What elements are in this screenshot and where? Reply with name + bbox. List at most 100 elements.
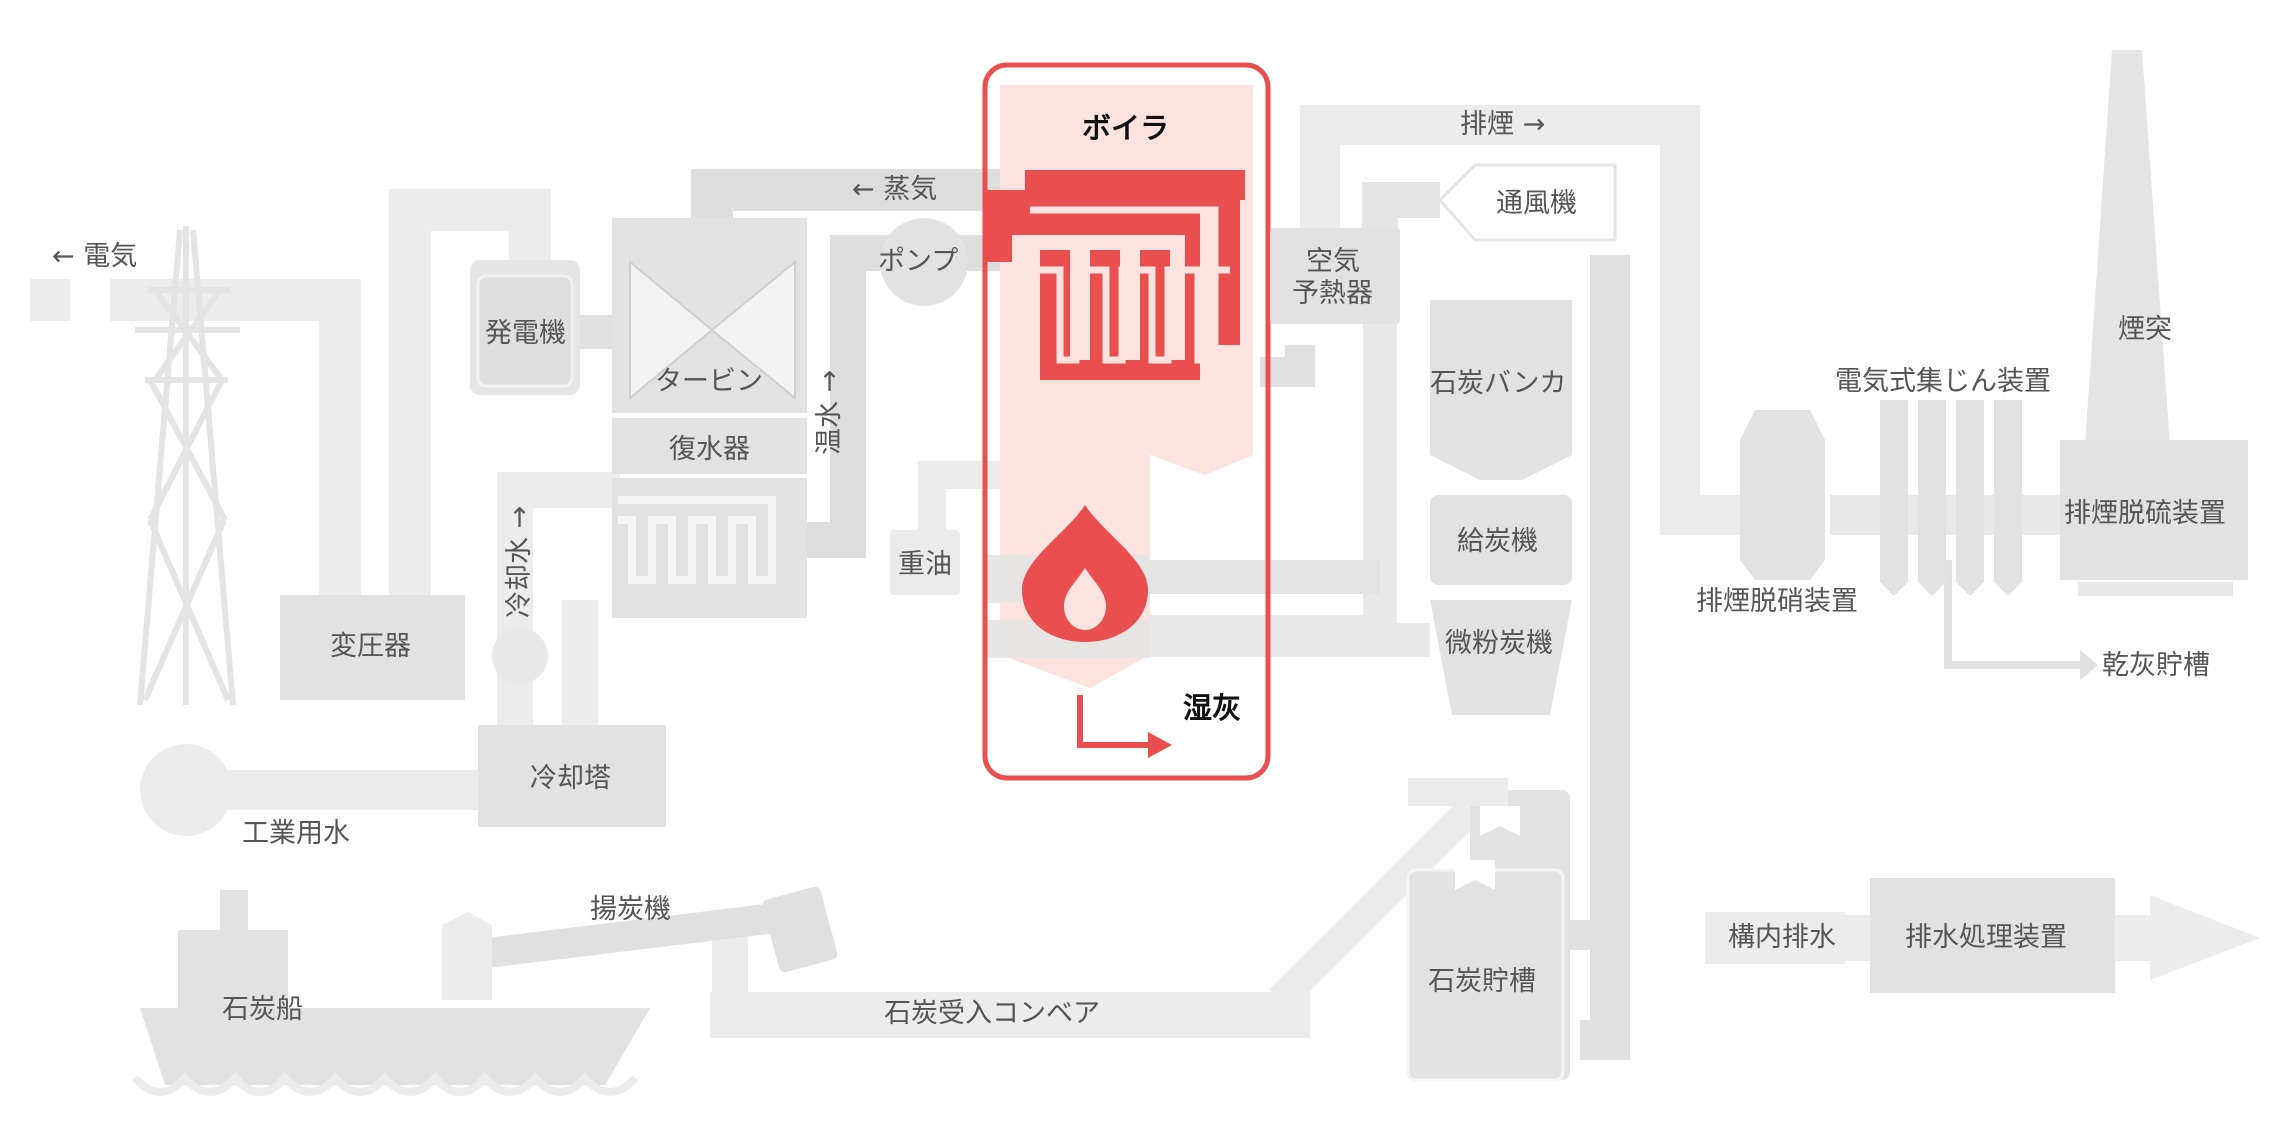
power-line (30, 279, 361, 610)
pulverizer[interactable] (1430, 600, 1572, 715)
label-electricity: ← 電気 (52, 241, 137, 272)
label-coal-storage: 石炭貯槽 (1428, 966, 1536, 997)
esp-plate-1 (1880, 400, 1908, 596)
label-desulfurization: 排煙脱硫装置 (2064, 498, 2226, 529)
wastewater-treatment[interactable] (1870, 878, 2115, 993)
label-unloader: 揚炭機 (590, 894, 671, 925)
water-tank-icon (140, 744, 232, 836)
label-transformer: 変圧器 (330, 631, 411, 662)
boiler[interactable] (982, 62, 1380, 781)
label-dry-ash: 乾灰貯槽 (2102, 650, 2210, 681)
label-pulverizer: 微粉炭機 (1445, 628, 1553, 659)
label-cooling-tower: 冷却塔 (530, 763, 611, 794)
turbine-blades-icon (629, 259, 796, 401)
label-heavy-oil: 重油 (898, 549, 952, 580)
label-flue-gas: 排煙 → (1460, 109, 1545, 140)
label-esp: 電気式集じん装置 (1835, 366, 2051, 397)
labels: ← 電気 発電機 タービン ← 蒸気 ポンプ 温水 → 復水器 変圧器 冷却水 … (52, 109, 2226, 1029)
coal-storage[interactable] (1406, 778, 1570, 1082)
label-condenser: 復水器 (669, 434, 750, 465)
generator-pipe (389, 189, 551, 610)
coil-tubes-upper (1030, 206, 1219, 345)
generator[interactable] (470, 260, 580, 395)
cooling-tower[interactable] (478, 725, 666, 827)
label-pump: ポンプ (878, 246, 958, 277)
label-coal-bunker: 石炭バンカ (1430, 368, 1566, 399)
heavy-oil-pipe (918, 461, 1000, 545)
unloader-body (442, 912, 492, 1000)
cooling-pump-icon (492, 628, 548, 684)
ship-bridge (178, 930, 288, 1010)
condenser-coil-icon (618, 496, 776, 584)
dry-ash-line (1944, 560, 2090, 669)
label-cooling-water: 冷却水 → (504, 506, 535, 618)
esp-unit[interactable] (1880, 400, 2022, 596)
superheater-coil-icon (985, 190, 1240, 380)
unloader[interactable] (442, 886, 839, 1000)
unloader-bucket (762, 886, 838, 973)
heavy-oil-box[interactable] (890, 530, 960, 595)
label-steam: ← 蒸気 (852, 174, 937, 205)
label-denitration: 排煙脱硝装置 (1696, 586, 1858, 617)
label-coal-ship: 石炭船 (222, 994, 303, 1025)
desulfurization-box (2060, 440, 2248, 580)
pulverizer-body (1430, 600, 1572, 715)
fan[interactable] (1437, 163, 1617, 242)
coil-tubes (1030, 266, 1230, 364)
label-generator: 発電機 (485, 318, 566, 349)
label-industrial-water: 工業用水 (242, 818, 350, 849)
flame-inner-icon (1064, 568, 1106, 630)
furnace-duct-2 (1150, 615, 1380, 657)
stack-icon[interactable] (2085, 50, 2170, 445)
coal-hopper-chute (1455, 806, 1520, 890)
esp-plate-4 (1994, 400, 2022, 596)
wet-ash-arrow-icon (1077, 695, 1150, 748)
boiler-highlight-frame (982, 62, 1271, 781)
wet-ash-arrowhead (1148, 732, 1172, 758)
furnace-duct (1150, 560, 1380, 594)
superheater-block (1025, 170, 1245, 200)
label-coal-feeder: 給炭機 (1457, 526, 1538, 557)
conveyor-incline (1269, 784, 1496, 1011)
coal-hopper-top (1408, 778, 1508, 806)
label-coal-conveyor: 石炭受入コンベア (884, 998, 1100, 1029)
denitration-body (1740, 410, 1825, 580)
condenser[interactable] (612, 418, 807, 618)
label-wet-ash: 湿灰 (1183, 691, 1241, 725)
coal-bunker[interactable] (1430, 300, 1572, 480)
esp-plate-3 (1956, 400, 1984, 596)
air-preheater[interactable] (1270, 228, 1400, 324)
label-air-preheater-2: 予熱器 (1292, 278, 1373, 309)
ship-waves (132, 1071, 638, 1096)
hot-air-duct (1363, 320, 1430, 657)
desulfurization-unit[interactable] (2060, 440, 2248, 596)
generator-inner (476, 274, 574, 388)
label-stack: 煙突 (2118, 314, 2172, 345)
coal-feeder[interactable] (1430, 495, 1572, 585)
plant-drainage-box[interactable] (1705, 912, 1845, 964)
label-air-preheater-1: 空気 (1306, 246, 1360, 277)
label-turbine: タービン (655, 366, 763, 397)
transmission-tower-icon (135, 226, 240, 706)
power-line-gap (70, 278, 110, 322)
coal-ship-icon[interactable] (132, 890, 650, 1096)
fan-arrow-shape (1437, 163, 1617, 242)
denitration-unit[interactable] (1740, 410, 1825, 580)
label-plant-drainage: 構内排水 (1728, 922, 1836, 953)
esp-plate-2 (1918, 400, 1946, 596)
pump-icon[interactable] (880, 218, 968, 306)
turbine[interactable] (612, 218, 807, 413)
unloader-arm (468, 900, 802, 970)
label-wastewater-treatment: 排水処理装置 (1905, 922, 2067, 953)
dry-ash-arrowhead (2080, 650, 2098, 680)
coal-supply-line (1580, 255, 1630, 1060)
drain-arrowhead-icon (2150, 895, 2260, 980)
desulfurization-base (2078, 582, 2233, 596)
label-hot-water: 温水 → (814, 370, 845, 455)
flue-gas-duct (1300, 105, 1760, 535)
condenser-top (612, 418, 807, 474)
coal-bunker-body (1430, 300, 1572, 480)
transformer[interactable] (280, 595, 465, 700)
ship-mast (220, 890, 248, 935)
